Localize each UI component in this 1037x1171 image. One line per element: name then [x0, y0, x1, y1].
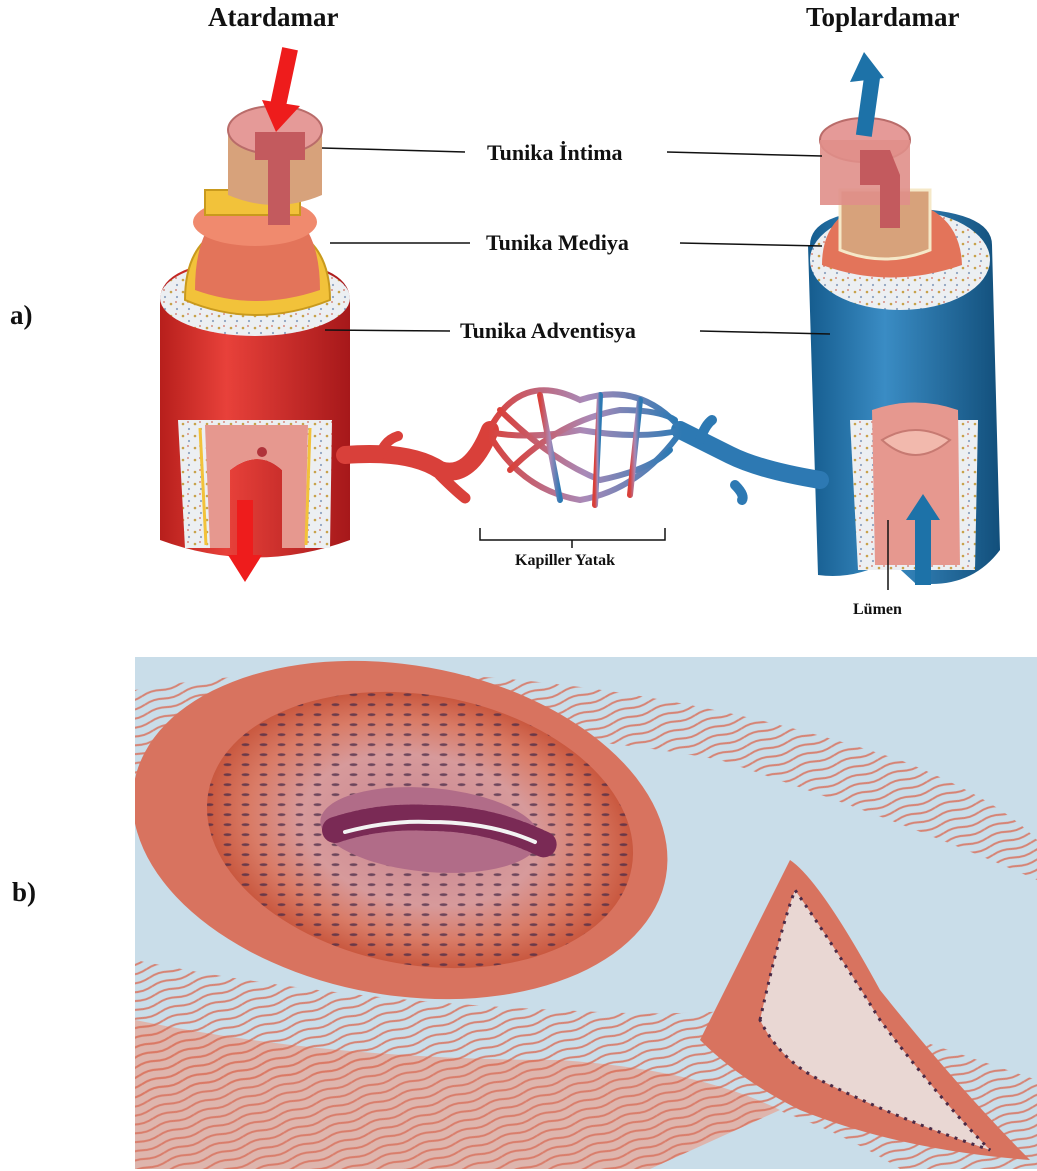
histology-micrograph [0, 0, 1037, 1171]
